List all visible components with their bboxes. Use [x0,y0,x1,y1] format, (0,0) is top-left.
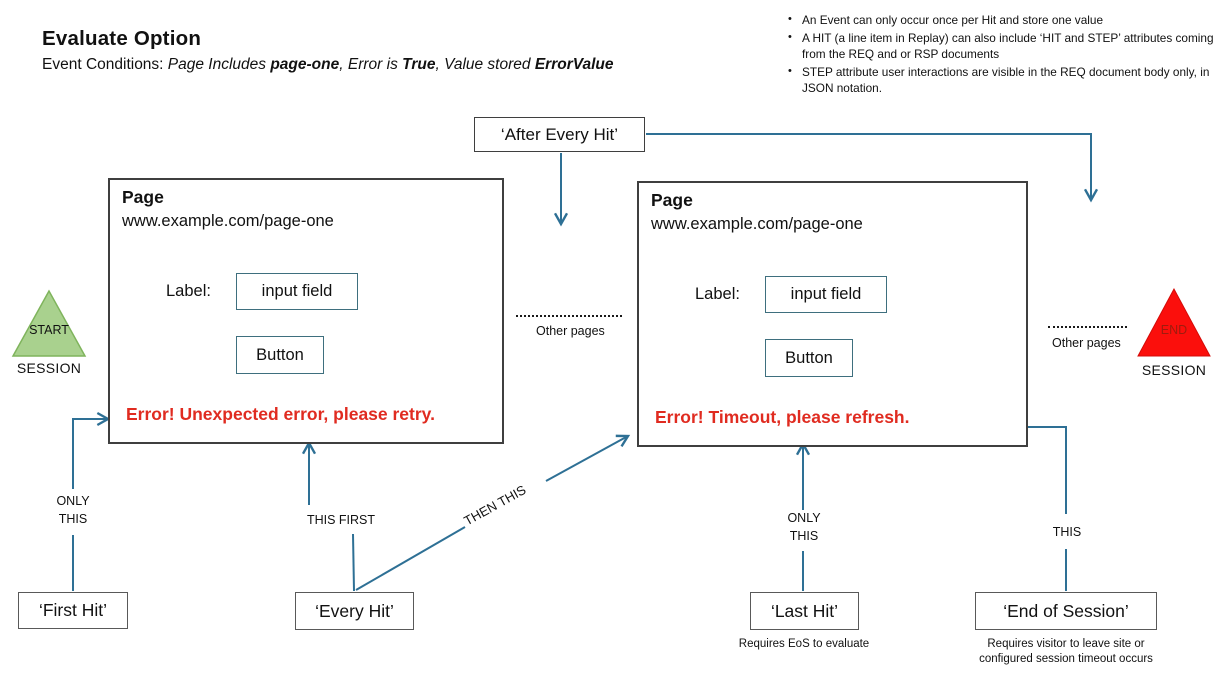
notes-list: An Event can only occur once per Hit and… [782,12,1218,98]
every-hit-box: ‘Every Hit’ [295,592,414,630]
other-pages-dotted-line-right [1048,326,1127,328]
page-title-label: Page [651,190,693,210]
condition-error-value: True [402,56,436,73]
note-item: STEP attribute user interactions are vis… [782,64,1218,97]
condition-error-is: Error is [347,56,403,73]
field-label: Label: [695,285,740,303]
arrow-then-this-upper [545,434,631,482]
end-session-caption: SESSION [1141,362,1207,378]
condition-stored-value: ErrorValue [534,56,614,73]
this-label: THIS [1052,525,1082,539]
arrow-every-hit-lower [352,533,355,592]
arrow-first-hit-upper [72,411,111,489]
page-box-left: Page www.example.com/page-one Label: inp… [108,178,504,444]
condition-page-includes: Page Includes [167,56,271,73]
other-pages-label-right: Other pages [1052,336,1121,350]
first-hit-box: ‘First Hit’ [18,592,128,629]
conditions-label: Event Conditions: [42,56,168,73]
only-this-label-left: ONLY THIS [56,494,90,527]
end-of-session-caption: Requires visitor to leave site or config… [979,638,1153,665]
field-label: Label: [166,282,211,300]
note-item: An Event can only occur once per Hit and… [782,12,1218,29]
other-pages-dotted-line-left [516,315,622,317]
page-title: Evaluate Option [42,27,202,50]
this-first-label: THIS FIRST [306,513,376,527]
page-url: www.example.com/page-one [651,215,863,233]
page-url: www.example.com/page-one [122,212,334,230]
arrow-then-this-lower [355,526,466,591]
end-of-session-box: ‘End of Session’ [975,592,1157,630]
page-button[interactable]: Button [236,336,324,374]
page-title-label: Page [122,187,164,207]
condition-page-value: page-one [270,56,340,73]
page-button[interactable]: Button [765,339,853,377]
condition-sep2: , [435,56,445,73]
input-field[interactable]: input field [765,276,887,313]
last-hit-caption: Requires EoS to evaluate [738,638,870,650]
note-item: A HIT (a line item in Replay) can also i… [782,30,1218,63]
only-this-label-right: ONLY THIS [787,511,821,544]
condition-sep1: , [339,56,348,73]
start-triangle-label: START [29,323,69,337]
last-hit-box: ‘Last Hit’ [750,592,859,630]
input-field[interactable]: input field [236,273,358,310]
after-every-hit-box: ‘After Every Hit’ [474,117,645,152]
event-conditions: Event Conditions: Page Includes page-one… [42,56,614,74]
end-triangle-label: END [1160,323,1188,337]
condition-value-stored: Value stored [444,56,535,73]
start-session-caption: SESSION [16,360,82,376]
then-this-label: THEN THIS [461,482,529,529]
error-message: Error! Timeout, please refresh. [655,407,910,427]
page-box-right: Page www.example.com/page-one Label: inp… [637,181,1028,447]
error-message: Error! Unexpected error, please retry. [126,404,435,424]
other-pages-label-left: Other pages [536,324,605,338]
